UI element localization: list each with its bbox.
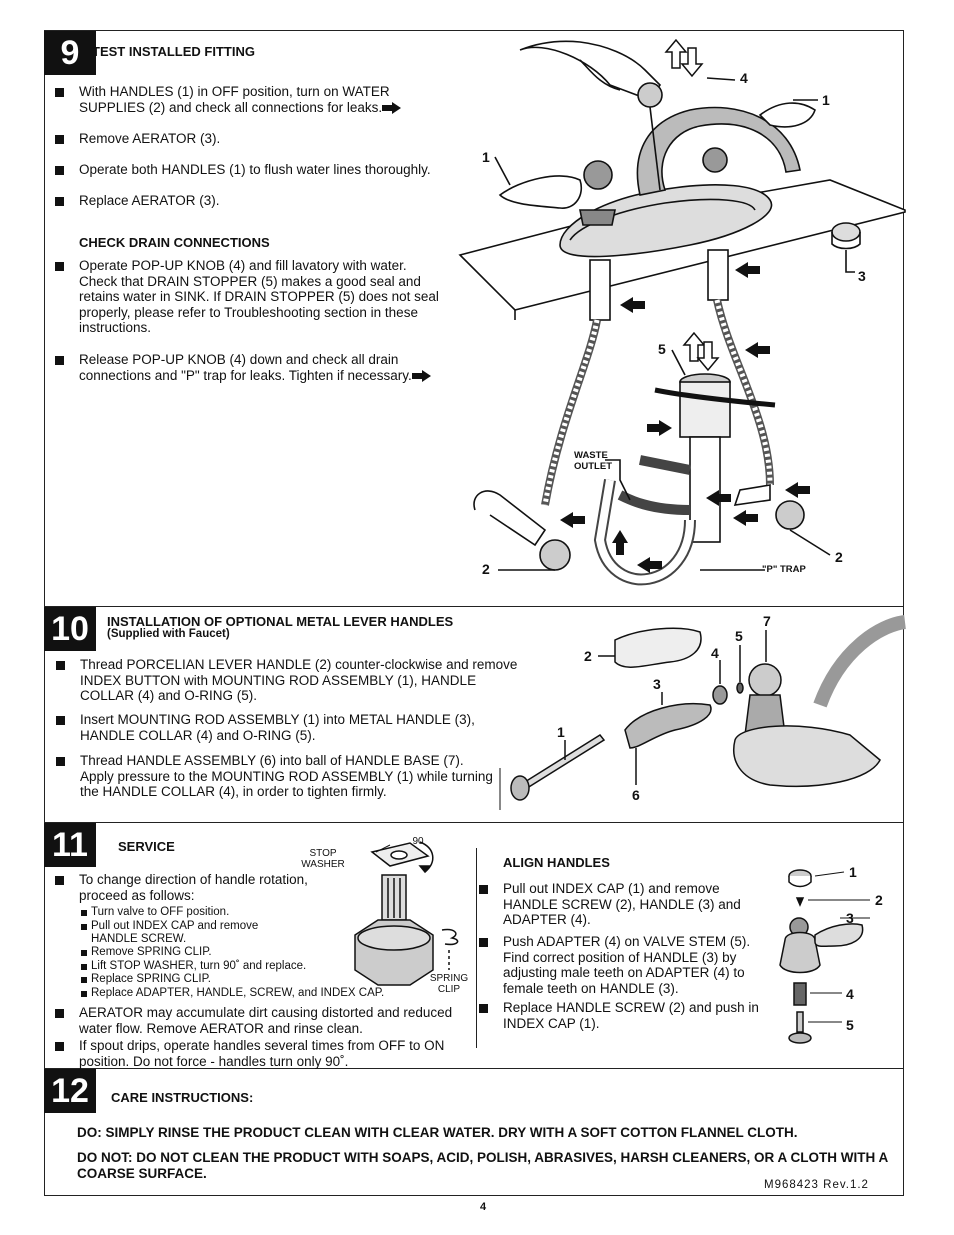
- bullet: Operate POP-UP KNOB (4) and fill lavator…: [55, 258, 444, 336]
- section-subtitle: (Supplied with Faucet): [107, 628, 230, 640]
- bullet: To change direction of handle rotation, …: [55, 872, 344, 903]
- callout-label: 2: [482, 561, 490, 577]
- document-code: M968423 Rev.1.2: [764, 1179, 869, 1191]
- callout-label: 3: [858, 268, 866, 284]
- bullet: Operate both HANDLES (1) to flush water …: [55, 162, 479, 178]
- bullet: Remove AERATOR (3).: [55, 131, 459, 147]
- arrow-right-icon: [411, 369, 431, 382]
- divider: [44, 1068, 904, 1069]
- sub-step: Lift STOP WASHER, turn 90˚ and replace.: [81, 960, 351, 973]
- bullet: If spout drips, operate handles several …: [55, 1038, 459, 1069]
- section-title: TEST INSTALLED FITTING: [92, 44, 255, 59]
- bullet: With HANDLES (1) in OFF position, turn o…: [55, 84, 424, 115]
- callout-label: 4: [711, 645, 719, 661]
- step-number: 11: [44, 823, 96, 867]
- divider: [44, 606, 904, 607]
- sub-step: Remove SPRING CLIP.: [81, 946, 341, 959]
- sub-step: Replace ADAPTER, HANDLE, SCREW, and INDE…: [81, 987, 421, 1000]
- callout-label: 3: [846, 910, 854, 926]
- care-do-text: DO: SIMPLY RINSE THE PRODUCT CLEAN WITH …: [77, 1125, 798, 1140]
- callout-label: 2: [584, 648, 592, 664]
- p-trap-label: "P" TRAP: [762, 564, 806, 575]
- bullet: AERATOR may accumulate dirt causing dist…: [55, 1005, 459, 1036]
- bullet: Replace AERATOR (3).: [55, 193, 459, 209]
- callout-label: 1: [557, 724, 565, 740]
- step-number: 9: [44, 31, 96, 75]
- sub-step: Turn valve to OFF position.: [81, 906, 341, 919]
- bullet: Pull out INDEX CAP (1) and remove HANDLE…: [479, 881, 753, 928]
- care-do-not-text: DO NOT: DO NOT CLEAN THE PRODUCT WITH SO…: [77, 1150, 888, 1181]
- callout-label: 1: [822, 92, 830, 108]
- callout-label: 1: [849, 864, 857, 880]
- callout-label: 1: [482, 149, 490, 165]
- callout-label: 6: [632, 787, 640, 803]
- callout-label: 7: [763, 613, 771, 629]
- callout-label: 5: [658, 341, 666, 357]
- subsection-title: ALIGN HANDLES: [503, 855, 610, 870]
- bullet: Push ADAPTER (4) on VALVE STEM (5). Find…: [479, 934, 778, 996]
- callout-label: 3: [653, 676, 661, 692]
- step-number: 12: [44, 1069, 96, 1113]
- page-number: 4: [480, 1201, 487, 1213]
- callout-label: 4: [846, 986, 854, 1002]
- bullet: Release POP-UP KNOB (4) down and check a…: [55, 352, 439, 383]
- bullet: Insert MOUNTING ROD ASSEMBLY (1) into ME…: [56, 712, 520, 743]
- section-title: CARE INSTRUCTIONS:: [111, 1090, 254, 1105]
- subsection-title: CHECK DRAIN CONNECTIONS: [79, 235, 270, 250]
- sub-step: Replace SPRING CLIP.: [81, 973, 341, 986]
- section-title: INSTALLATION OF OPTIONAL METAL LEVER HAN…: [107, 614, 454, 629]
- step-number: 10: [44, 607, 96, 651]
- divider: [44, 822, 904, 823]
- sub-step: Pull out INDEX CAP and remove HANDLE SCR…: [81, 920, 291, 946]
- bullet: Thread HANDLE ASSEMBLY (6) into ball of …: [56, 753, 500, 800]
- arrow-right-icon: [382, 101, 402, 114]
- callout-label: 4: [740, 70, 748, 86]
- callout-label: 2: [875, 892, 883, 908]
- callout-label: 5: [735, 628, 743, 644]
- callout-label: 5: [846, 1017, 854, 1033]
- degree-label: 90: [412, 836, 424, 847]
- bullet: Replace HANDLE SCREW (2) and push in IND…: [479, 1000, 773, 1031]
- bullet: Thread PORCELIAN LEVER HANDLE (2) counte…: [56, 657, 530, 704]
- section-title: SERVICE: [118, 839, 175, 854]
- callout-label: 2: [835, 549, 843, 565]
- column-divider: [476, 848, 477, 1048]
